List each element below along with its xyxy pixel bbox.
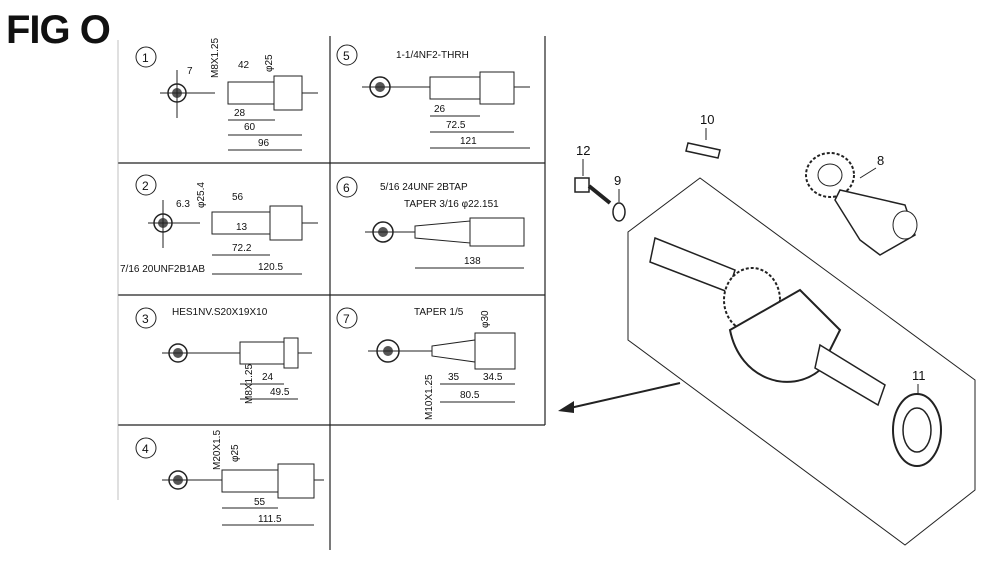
panel-6: 6 5/16 24UNF 2BTAP TAPER 3/16 φ22.151 13… — [336, 176, 525, 269]
shaft-profile — [273, 75, 303, 111]
shaft-profile — [283, 337, 299, 369]
part-number: 11 — [912, 368, 926, 383]
panel-number: 4 — [142, 442, 149, 456]
shaft-profile — [227, 81, 275, 105]
thread-note: 5/16 24UNF 2BTAP — [380, 182, 468, 193]
dim-label: 13 — [236, 222, 248, 233]
spline-note: HES1NV.S20X19X10 — [172, 307, 268, 318]
part-number: 9 — [614, 173, 621, 188]
dim-label: 28 — [234, 108, 246, 119]
part-number: 8 — [877, 153, 884, 168]
dim-label: 49.5 — [270, 387, 290, 398]
panel-3: 3 HES1NV.S20X19X10 M8X1.25 24 49.5 — [135, 307, 312, 404]
shaft-profile — [221, 469, 279, 493]
assembly-outline — [627, 177, 976, 546]
arrow-head-icon — [558, 401, 574, 413]
figure-title: FIG O — [6, 8, 111, 52]
shaft-profile — [269, 205, 303, 241]
taper-note: TAPER 1/5 — [414, 307, 464, 318]
bearing-part — [892, 393, 942, 467]
shaft-profile — [479, 71, 515, 105]
part-number: 12 — [576, 143, 590, 158]
panel-2: 2 6.3 φ25.4 56 13 72.2 120.5 7/16 20UNF2… — [120, 174, 318, 275]
panel-number: 2 — [142, 179, 149, 193]
panel-number: 5 — [343, 49, 350, 63]
key-part — [685, 142, 721, 159]
shaft-profile — [277, 463, 315, 499]
dim-label: 60 — [244, 122, 256, 133]
exploded-view: 12 10 9 8 11 — [558, 112, 976, 546]
leader-line — [859, 167, 877, 179]
shaft-profile — [431, 339, 476, 363]
panel-1: 1 7 M8X1.25 42 φ25 28 60 96 — [135, 38, 318, 151]
panel-number-circle — [135, 307, 157, 329]
panel-4: 4 M20X1.5 φ25 55 111.5 — [135, 430, 324, 526]
panel-number-circle — [336, 44, 358, 66]
panel-number-circle — [135, 437, 157, 459]
thread-note: 1-1/4NF2-THRH — [396, 50, 469, 61]
dim-label: 26 — [434, 104, 446, 115]
panel-number-circle — [135, 46, 157, 68]
shaft-profile — [429, 76, 481, 100]
dim-label: φ25.4 — [196, 182, 207, 208]
dim-label: 34.5 — [483, 372, 503, 383]
shaft-profile — [414, 220, 471, 244]
counterweight-part — [834, 189, 916, 256]
dim-label: 120.5 — [258, 262, 283, 273]
panel-number-circle — [336, 307, 358, 329]
dim-label: 42 — [238, 60, 250, 71]
panel-number-circle — [135, 174, 157, 196]
shaft-profile — [469, 217, 525, 247]
dim-label: 72.2 — [232, 243, 252, 254]
dim-label: φ30 — [480, 310, 491, 328]
washer-part — [612, 202, 626, 222]
bolt-shank — [587, 184, 612, 205]
dim-label: 24 — [262, 372, 274, 383]
dim-label: φ25 — [264, 54, 275, 72]
dim-label: M20X1.5 — [212, 430, 223, 470]
dim-label: 121 — [460, 136, 477, 147]
counterweight-part — [892, 210, 918, 240]
dim-label: M8X1.25 — [210, 38, 221, 78]
panel-number: 1 — [142, 51, 149, 65]
shaft-profile — [474, 332, 516, 370]
part-number: 10 — [700, 112, 714, 127]
dim-label: 96 — [258, 138, 270, 149]
dim-label: 35 — [448, 372, 460, 383]
panel-7: 7 TAPER 1/5 φ30 M10X1.25 35 34.5 80.5 — [336, 307, 516, 420]
panel-number: 3 — [142, 312, 149, 326]
bolt-head — [574, 177, 590, 193]
gear-part — [805, 152, 855, 198]
dim-label: 111.5 — [258, 514, 282, 525]
thread-note: 7/16 20UNF2B1AB — [120, 264, 205, 275]
dim-label: 80.5 — [460, 390, 480, 401]
leader-arrow — [569, 382, 681, 409]
panel-5: 5 1-1/4NF2-THRH 26 72.5 121 — [336, 44, 530, 149]
panel-number-circle — [336, 176, 358, 198]
gear-part — [817, 163, 843, 187]
dim-label: 6.3 — [176, 199, 190, 210]
crankshaft-pto — [814, 343, 886, 407]
dim-label: 56 — [232, 192, 244, 203]
panel-number: 7 — [343, 312, 350, 326]
shaft-profile — [239, 341, 285, 365]
bearing-part — [902, 407, 932, 453]
taper-note: TAPER 3/16 φ22.151 — [404, 199, 499, 210]
dim-label: 138 — [464, 256, 481, 267]
dim-label: M10X1.25 — [424, 374, 435, 420]
dim-label: 72.5 — [446, 120, 466, 131]
panel-number: 6 — [343, 181, 350, 195]
crankshaft-shaft — [649, 236, 736, 293]
dim-label: φ25 — [230, 444, 241, 462]
dim-label: 7 — [187, 66, 193, 77]
dim-label: 55 — [254, 497, 266, 508]
